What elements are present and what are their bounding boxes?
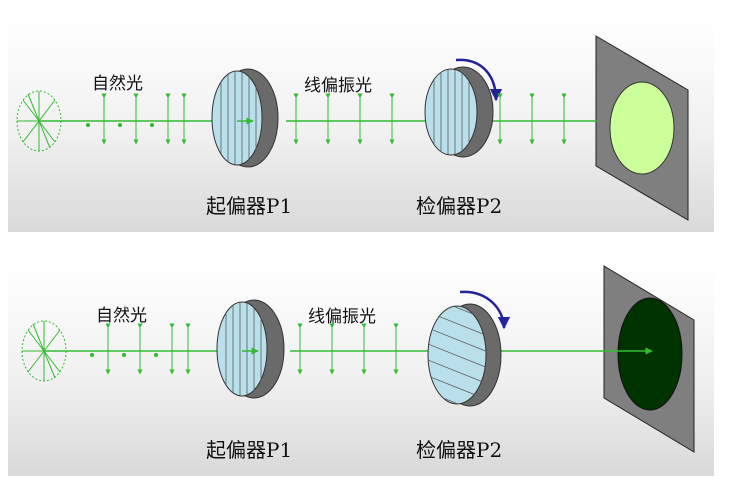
natural-light-vibrations	[85, 93, 187, 145]
analyzer-label: 检偏器P2	[416, 438, 503, 462]
analyzer-p2	[424, 66, 494, 158]
screen-light-spot	[609, 81, 675, 175]
diagram-crossed	[21, 265, 695, 453]
screen-dark-spot	[617, 297, 683, 411]
linear-light-label: 线偏振光	[308, 307, 376, 327]
polarizer-label: 起偏器P1	[206, 194, 293, 218]
panel-parallel: 自然光 线偏振光 起偏器P1 检偏器P2	[8, 18, 714, 232]
screen	[603, 265, 695, 453]
linear-light-label: 线偏振光	[304, 76, 372, 96]
polarizer-p1	[211, 68, 279, 168]
linear-light-vibrations	[293, 93, 395, 145]
analyzer-label: 检偏器P2	[416, 194, 503, 218]
natural-light-vibrations	[89, 323, 191, 375]
rotation-arrow-icon	[455, 58, 503, 102]
polarizer-p1	[216, 299, 285, 399]
natural-light-label: 自然光	[92, 74, 143, 94]
rotation-arrow-icon	[459, 290, 511, 330]
natural-light-label: 自然光	[96, 306, 147, 326]
diagram-parallel	[16, 35, 689, 221]
linear-light-vibrations	[297, 323, 399, 375]
analyzer-p2	[427, 303, 502, 407]
transmitted-light-vibrations	[497, 93, 567, 145]
panel-crossed: 自然光 线偏振光 起偏器P1 检偏器P2	[8, 262, 714, 476]
polarizer-label: 起偏器P1	[206, 438, 293, 462]
natural-light-source-icon	[21, 320, 67, 382]
screen	[595, 35, 689, 221]
